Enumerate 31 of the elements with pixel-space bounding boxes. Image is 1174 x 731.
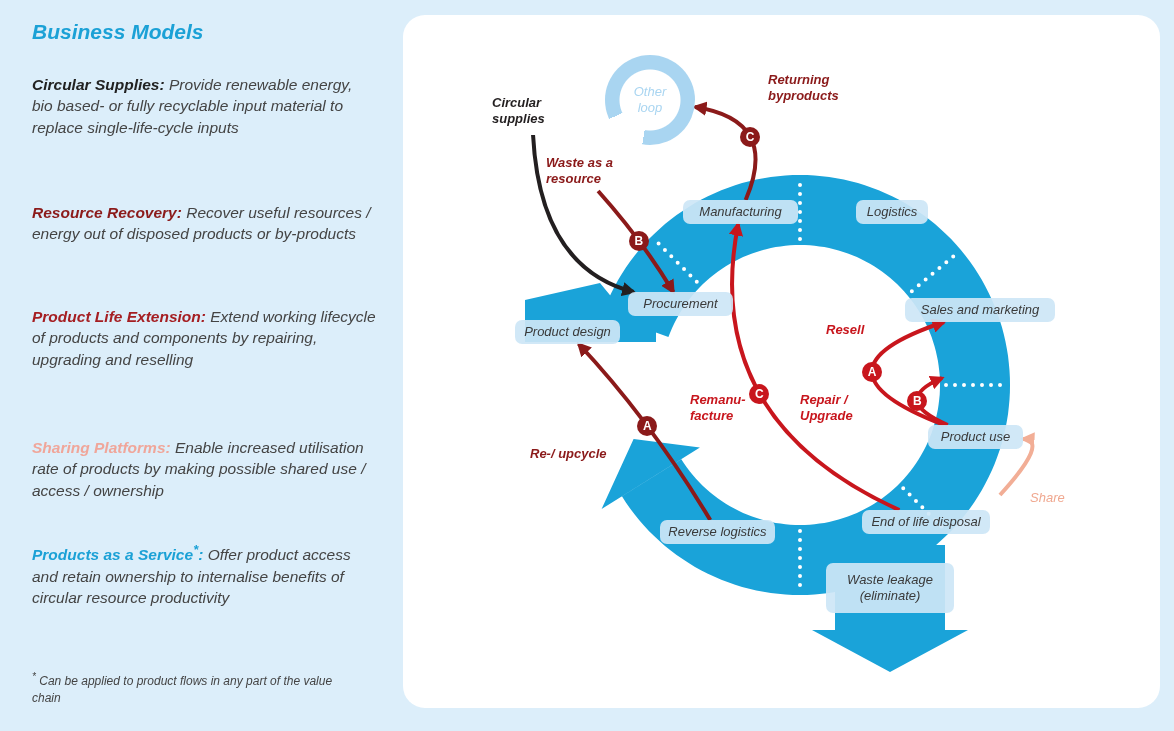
flow-label: Share [1030, 490, 1066, 507]
model-description: Products as a Service$^{*}$: Offer product access and retain ownership to internalise benefits of circular resource productivity [32, 541, 352, 608]
stage-label: Product design [515, 320, 620, 344]
loop-ring: Other loop [605, 55, 695, 145]
footnote: $^{*}$ Can be applied to product flows in any part of the value chain [32, 670, 334, 707]
stage-label: Logistics [856, 200, 928, 224]
stage-label: Manufacturing [683, 200, 798, 224]
model-description: Circular Supplies: Provide renewable energy, bio based- or fully recyclable input material to replace single-life-cycle inputs [32, 75, 354, 138]
stage-label: End of life disposal [862, 510, 990, 534]
flow-label: Re-/ upcycle [530, 446, 608, 463]
stage-label: Sales and marketing [905, 298, 1055, 322]
panel-title: Business Models [32, 20, 204, 44]
model-description: Product Life Extension: Extend working lifecycle of products and components by repairing, upgrading and reselling [32, 307, 377, 370]
stage-label: Waste leakage (eliminate) [826, 563, 954, 613]
flow-label: Remanu-facture [690, 392, 747, 425]
flow-arrow [870, 319, 947, 427]
flow-label: Repair / Upgrade [800, 392, 854, 425]
stage-label: Reverse logistics [660, 520, 775, 544]
stage-label: Procurement [628, 292, 733, 316]
model-description: Resource Recovery: Recover useful resources / energy out of disposed products or by-products [32, 203, 373, 245]
flow-arrow [576, 341, 712, 522]
flow-label: Returning byproducts [768, 72, 840, 105]
model-description: Sharing Platforms: Enable increased utilisation rate of products by making possible shared use / access / ownership [32, 438, 368, 501]
flow-arrow [596, 189, 675, 295]
flow-label: Resell [826, 322, 866, 339]
flow-arrow [998, 433, 1036, 497]
stage-label: Product use [928, 425, 1023, 449]
flow-arrow [729, 221, 901, 512]
flow-label: Circular supplies [492, 95, 572, 135]
flow-label: Waste as a resource [546, 155, 618, 191]
flow-arrow [531, 134, 637, 296]
